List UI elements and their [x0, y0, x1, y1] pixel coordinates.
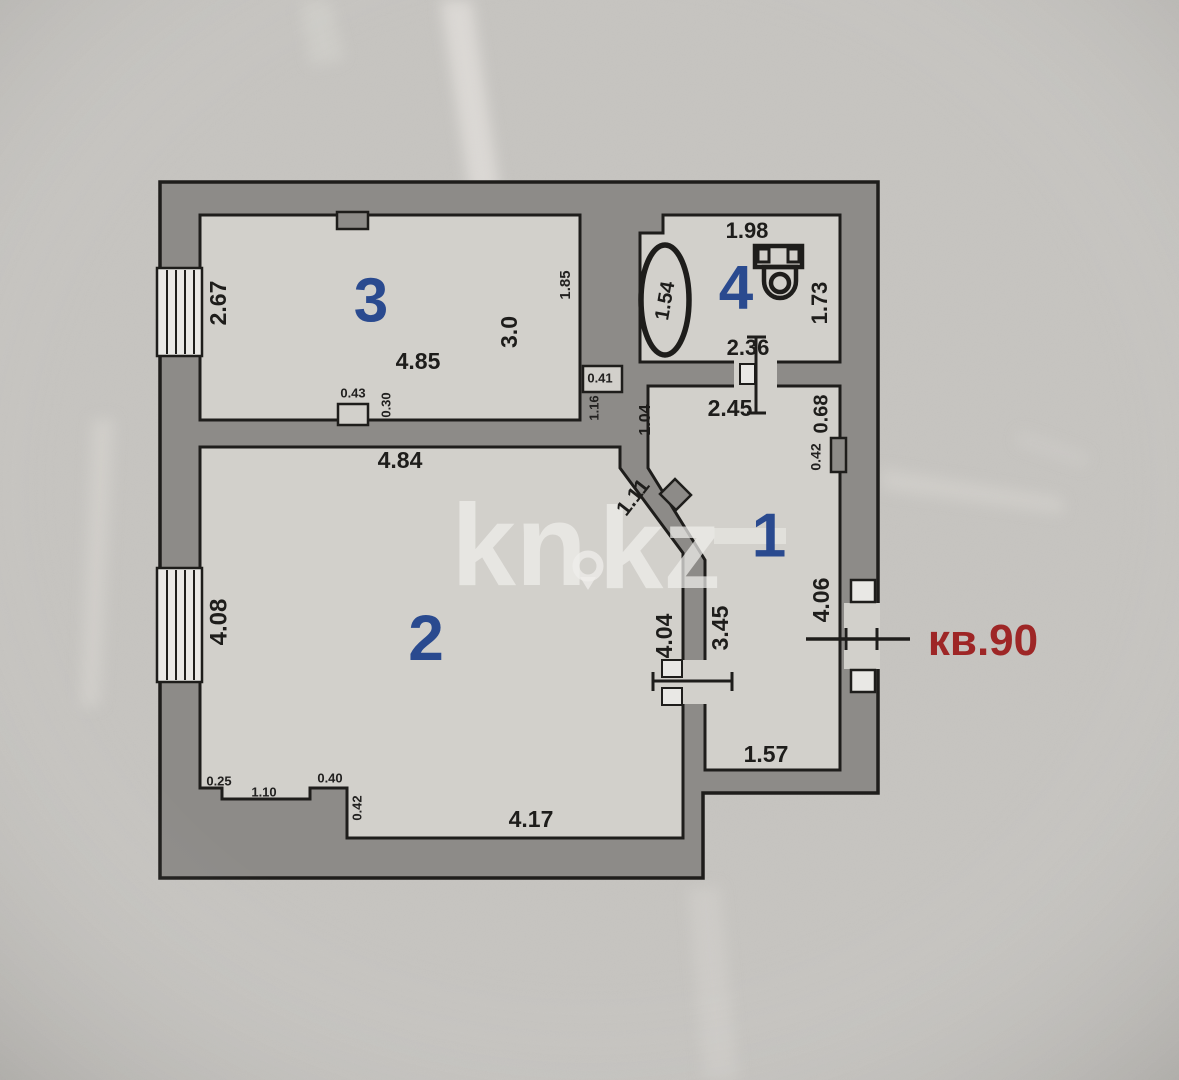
dim-1-85: 1.85: [557, 270, 574, 299]
room-number-2: 2: [408, 602, 444, 674]
dim-0-42-right: 0.42: [808, 443, 824, 470]
dim-1-04: 1.04: [637, 404, 654, 435]
dim-4-06: 4.06: [808, 578, 834, 623]
dim-0-42-bottom: 0.42: [349, 795, 364, 820]
floor-room-3: [198, 213, 582, 422]
dim-1-10: 1.10: [251, 784, 276, 799]
room-number-4: 4: [719, 253, 754, 322]
window-icon-room2: [155, 566, 204, 684]
dim-0-68: 0.68: [810, 395, 832, 434]
dim-3-0: 3.0: [496, 316, 522, 348]
room-number-3: 3: [354, 266, 388, 335]
dim-3-45: 3.45: [707, 605, 733, 650]
dim-4-85: 4.85: [396, 348, 441, 374]
dim-2-36: 2.36: [727, 335, 770, 360]
dim-1-57: 1.57: [744, 741, 789, 767]
dim-1-73: 1.73: [807, 282, 832, 325]
dim-4-08: 4.08: [205, 599, 232, 646]
room-number-1: 1: [752, 501, 786, 570]
dim-0-43: 0.43: [340, 385, 365, 400]
apartment-number-label: кв.90: [928, 616, 1038, 665]
dim-2-45: 2.45: [708, 395, 753, 421]
window-icon-room3: [155, 266, 204, 358]
wall-notch-room3-top: [335, 210, 370, 231]
dim-4-17: 4.17: [509, 806, 554, 832]
watermark-kn: kn: [451, 480, 586, 610]
dim-1-98: 1.98: [726, 218, 769, 243]
dim-0-25: 0.25: [206, 773, 231, 788]
dim-4-04: 4.04: [651, 613, 677, 658]
wall-bump-right: [829, 436, 848, 474]
dim-4-84: 4.84: [378, 447, 423, 473]
dim-2-67: 2.67: [205, 281, 231, 326]
niche-room3-wall: [336, 402, 370, 427]
dim-0-40: 0.40: [317, 770, 342, 785]
dim-1-16: 1.16: [586, 395, 601, 420]
dim-0-30: 0.30: [378, 392, 393, 417]
dim-0-41: 0.41: [587, 370, 612, 385]
